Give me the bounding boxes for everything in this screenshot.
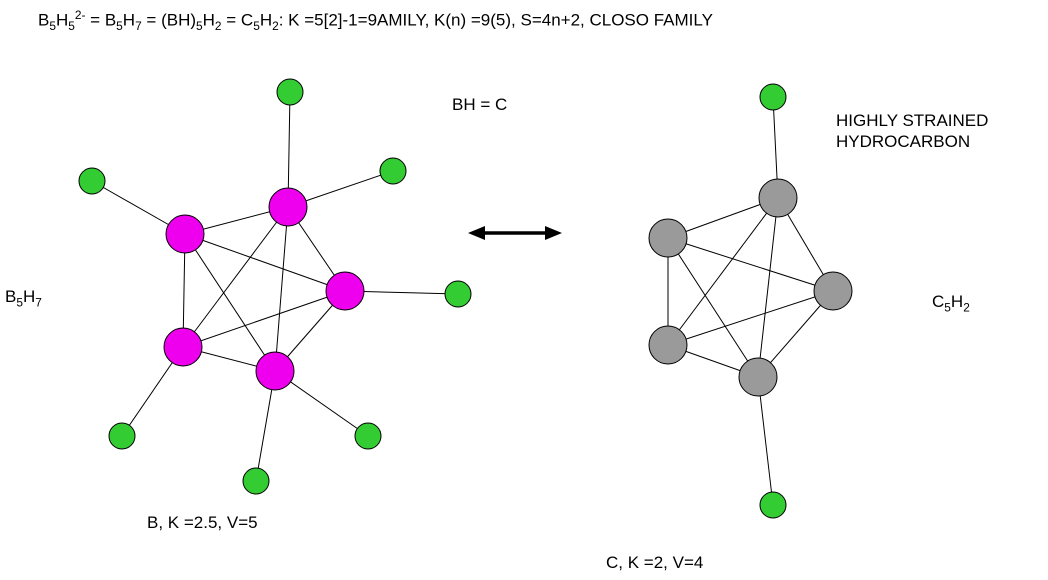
- boron-atom: [163, 327, 203, 367]
- boron-atom: [325, 271, 365, 311]
- hydrogen-atom: [379, 157, 407, 185]
- carbon-atom: [648, 325, 688, 365]
- carbon-atom: [738, 357, 778, 397]
- carbon-atom: [813, 271, 853, 311]
- hydrogen-atom: [759, 491, 787, 519]
- hydrogen-atom: [444, 280, 472, 308]
- carbon-atom: [758, 178, 798, 218]
- hydrogen-atom: [354, 422, 382, 450]
- strained-line-2: HYDROCARBON: [836, 132, 971, 152]
- boron-atom: [268, 187, 308, 227]
- bond-line: [184, 233, 276, 372]
- hydrogen-atom: [759, 83, 787, 111]
- carbon-atom: [648, 218, 688, 258]
- left-formula-label: B5H7: [5, 287, 42, 310]
- right-cluster-caption: C, K =2, V=4: [606, 553, 704, 572]
- bond-line: [182, 206, 289, 348]
- bond-line: [184, 233, 346, 292]
- hydrogen-atom: [108, 422, 136, 450]
- boron-atom: [165, 214, 205, 254]
- bond-line: [182, 290, 346, 348]
- bond-line: [667, 197, 779, 346]
- bond-line: [667, 197, 779, 239]
- bond-line: [757, 197, 779, 378]
- right-formula-label: C5H2: [932, 292, 970, 315]
- bond-line: [757, 376, 774, 506]
- right-cluster: [648, 83, 853, 519]
- hydrogen-atom: [78, 167, 106, 195]
- strained-hydrocarbon-annotation: HIGHLY STRAINED HYDROCARBON: [836, 110, 988, 153]
- bond-line: [667, 290, 834, 346]
- bond-line: [274, 206, 289, 372]
- hydrogen-atom: [276, 78, 304, 106]
- strained-line-1: HIGHLY STRAINED: [836, 111, 989, 130]
- arrow-head-right: [545, 226, 562, 240]
- bond-line: [667, 237, 834, 292]
- arrow-head-left: [468, 226, 485, 240]
- left-cluster-caption: B, K =2.5, V=5: [147, 513, 258, 532]
- page-title: B5H52- = B5H7 = (BH)5H2 = C5H2: K =5[2]-…: [38, 8, 713, 34]
- bh-equals-c-annotation: BH = C: [452, 95, 508, 114]
- left-cluster: [78, 78, 472, 495]
- equilibrium-arrow: [468, 226, 562, 240]
- bond-line: [667, 237, 759, 378]
- boron-atom: [255, 351, 295, 391]
- hydrogen-atom: [242, 467, 270, 495]
